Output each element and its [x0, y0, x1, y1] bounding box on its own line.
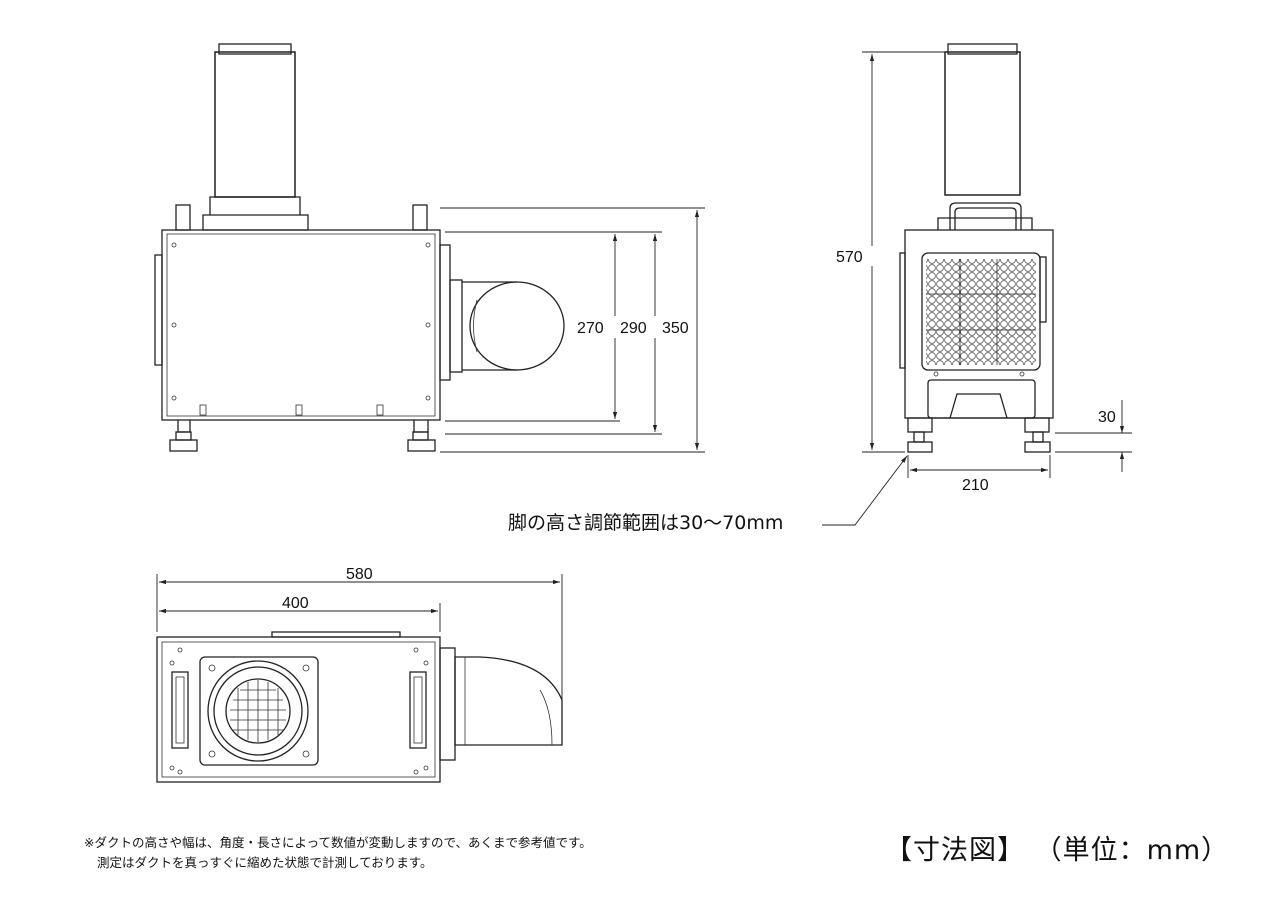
footnote-line1: ※ダクトの高さや幅は、角度・長さによって数値が変動しますので、あくまで参考値です…	[84, 835, 592, 850]
side-view	[154, 43, 565, 452]
top-dimensions: 580 400	[156, 566, 563, 745]
dim-400: 400	[282, 595, 309, 612]
dim-570: 570	[836, 249, 863, 266]
top-view	[156, 631, 563, 783]
duct-outlet	[469, 281, 565, 371]
dim-350: 350	[662, 320, 689, 337]
footnote-line2: 測定はダクトを真っすぐに縮めた状態で計測しております。	[97, 855, 433, 870]
front-view	[899, 43, 1054, 453]
drawing-title: 【寸法図】 （単位：mm）	[885, 835, 1230, 866]
flexible-duct	[214, 51, 296, 198]
side-dimensions: 270 290 350	[440, 207, 705, 453]
dim-580: 580	[346, 566, 373, 583]
elbow-duct	[454, 656, 563, 746]
front-dimensions: 570 30 210	[822, 51, 1132, 526]
unit-body	[161, 229, 441, 421]
dim-290: 290	[620, 320, 647, 337]
dim-270: 270	[577, 320, 604, 337]
leg-adjust-note: 脚の高さ調節範囲は30〜70mm	[508, 512, 784, 534]
intake-grille	[921, 252, 1041, 371]
fan-inlet	[207, 660, 309, 762]
dim-210: 210	[962, 477, 989, 494]
dim-30: 30	[1098, 409, 1116, 426]
